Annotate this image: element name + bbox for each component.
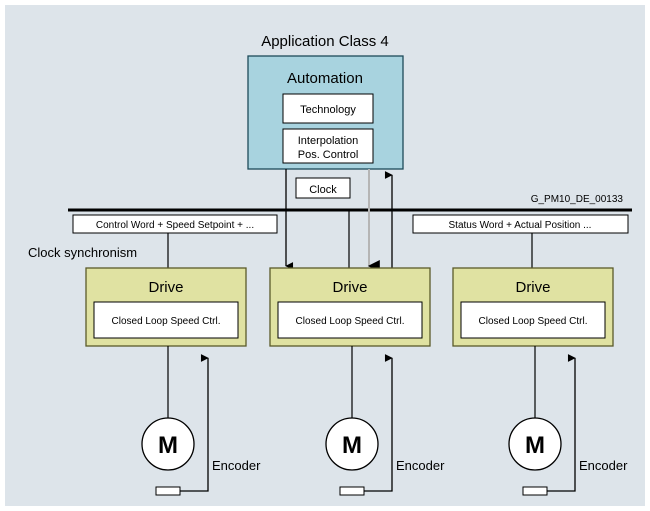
encoder-symbol	[155, 486, 181, 496]
motor-symbol	[141, 417, 195, 471]
drive-label: Drive	[515, 279, 550, 296]
interpolation-box	[282, 128, 374, 164]
speed-controller-box	[93, 301, 239, 339]
technology-box	[282, 93, 374, 124]
speed-controller-box	[460, 301, 606, 339]
speed-controller-label: Closed Loop Speed Ctrl.	[112, 316, 221, 327]
status-word-box	[412, 214, 629, 234]
encoder-label: Encoder	[396, 458, 445, 473]
speed-controller-box	[277, 301, 423, 339]
encoder-symbol	[339, 486, 365, 496]
speed-controller-label: Closed Loop Speed Ctrl.	[296, 316, 405, 327]
automation-label: Automation	[287, 70, 363, 87]
motor-label: M	[158, 432, 178, 459]
interpolation-label: Interpolation	[298, 135, 359, 147]
clock-box	[295, 177, 351, 199]
encoder-feedback-line	[364, 354, 393, 492]
technology-label: Technology	[300, 104, 356, 116]
status-word-label: Status Word + Actual Position ...	[449, 220, 592, 231]
control-word-box	[72, 214, 278, 234]
encoder-feedback-line	[547, 354, 576, 492]
clock-label: Clock	[309, 184, 337, 196]
pos-control-label: Pos. Control	[298, 149, 359, 161]
speed-controller-label: Closed Loop Speed Ctrl.	[479, 316, 588, 327]
encoder-label: Encoder	[579, 458, 628, 473]
clock-sync-label: Clock synchronism	[28, 245, 137, 260]
page-title: Application Class 4	[261, 33, 389, 50]
encoder-symbol	[522, 486, 548, 496]
drive-label: Drive	[148, 279, 183, 296]
motor-symbol	[508, 417, 562, 471]
motor-label: M	[342, 432, 362, 459]
encoder-feedback-line	[180, 354, 209, 492]
figure-id: G_PM10_DE_00133	[531, 194, 624, 205]
motor-label: M	[525, 432, 545, 459]
encoder-label: Encoder	[212, 458, 261, 473]
drive-label: Drive	[332, 279, 367, 296]
control-word-label: Control Word + Speed Setpoint + ...	[96, 220, 254, 231]
motor-symbol	[325, 417, 379, 471]
